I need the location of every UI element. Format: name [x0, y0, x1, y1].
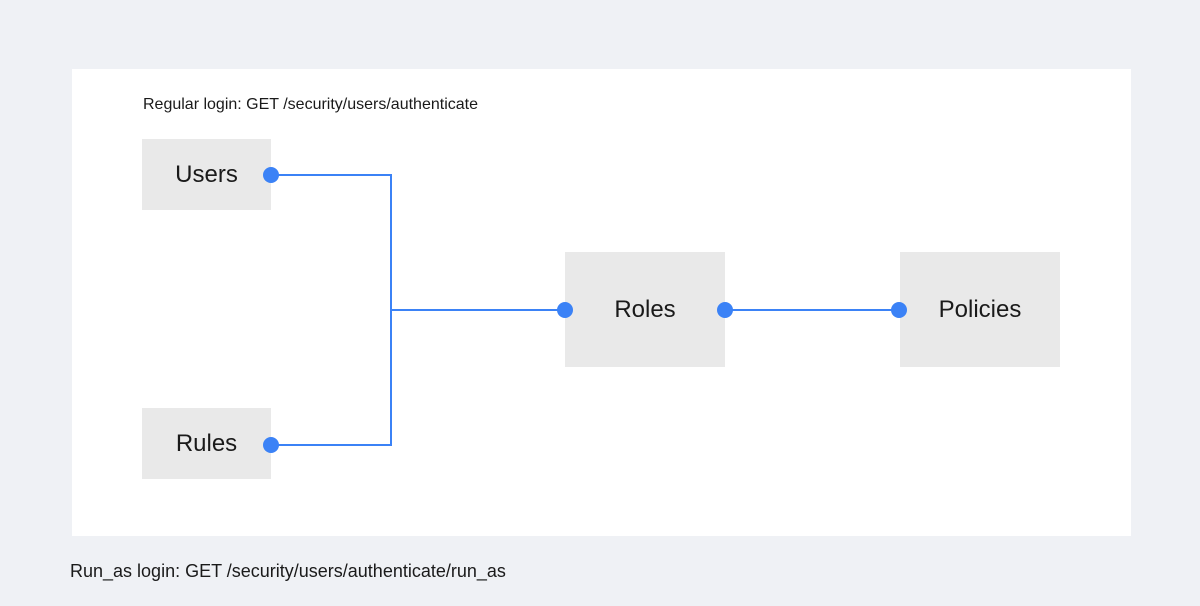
run-as-login-caption: Run_as login: GET /security/users/authen… [70, 561, 506, 581]
policies-node: Policies [900, 252, 1060, 367]
rules-node-label: Rules [175, 429, 238, 457]
roles-node-label: Roles [614, 295, 676, 323]
users-node-label: Users [175, 160, 238, 188]
regular-login-caption: Regular login: GET /security/users/authe… [143, 96, 478, 113]
policies-node-label: Policies [938, 295, 1022, 323]
rules-node: Rules [142, 408, 271, 479]
roles-node: Roles [565, 252, 725, 367]
users-node: Users [142, 139, 271, 210]
